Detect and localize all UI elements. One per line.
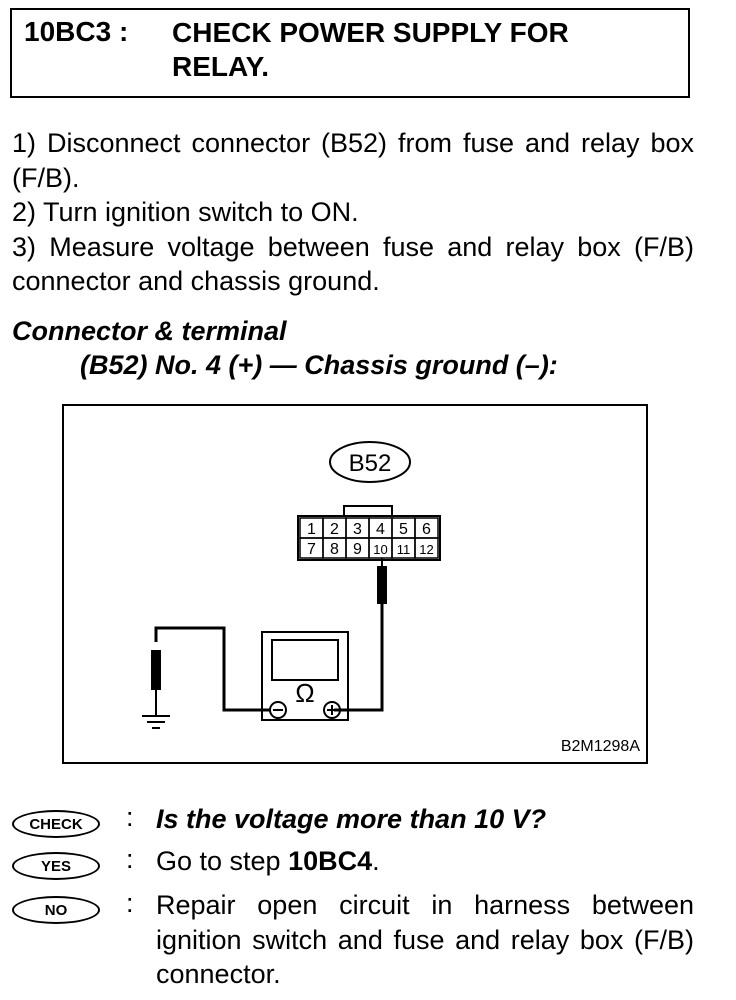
pin-label-4: 4 [376, 521, 385, 538]
pin-label-5: 5 [399, 521, 408, 538]
instructions: 1) Disconnect connector (B52) from fuse … [12, 126, 694, 299]
check-question: Is the voltage more than 10 V? [156, 804, 547, 834]
ground-symbol [142, 715, 170, 729]
instruction-2: 2) Turn ignition switch to ON. [12, 197, 359, 227]
pin-label-6: 6 [422, 521, 431, 538]
yes-label: YES [12, 852, 100, 880]
connector-label: B52 [349, 450, 392, 477]
step-header: 10BC3 : CHECK POWER SUPPLY FOR RELAY. [10, 8, 690, 98]
connector-terminal-detail: (B52) No. 4 (+) — Chassis ground (–): [80, 350, 558, 380]
yes-step: 10BC4 [288, 846, 373, 876]
pin-label-7: 7 [307, 541, 316, 558]
pin-label-11: 11 [397, 542, 411, 557]
yes-colon: : [126, 844, 134, 874]
connector-b52 [297, 505, 441, 561]
pin-label-8: 8 [330, 541, 339, 558]
pin-label-9: 9 [353, 541, 362, 558]
step-title: CHECK POWER SUPPLY FOR RELAY. [172, 17, 569, 82]
voltmeter: Ω [261, 631, 349, 721]
yes-prefix: Go to step [156, 846, 289, 876]
wire-positive [334, 604, 384, 712]
pin-label-2: 2 [330, 521, 339, 538]
yes-suffix: . [372, 846, 380, 876]
pin-label-1: 1 [307, 521, 316, 538]
probe-negative [151, 650, 161, 690]
pin-cell-12 [414, 537, 439, 559]
check-colon: : [126, 802, 134, 832]
check-label: CHECK [12, 810, 100, 838]
connector-label-ellipse [329, 441, 411, 483]
wire-negative [154, 626, 270, 712]
pin-label-12: 12 [419, 542, 433, 557]
ohm-symbol: Ω [295, 678, 314, 708]
probe-positive [377, 566, 387, 604]
pin-label-10: 10 [373, 542, 387, 557]
instruction-1: 1) Disconnect connector (B52) from fuse … [12, 128, 694, 193]
yes-action: Go to step 10BC4. [156, 844, 694, 879]
step-code: 10BC3 : [24, 16, 129, 47]
instruction-3: 3) Measure voltage between fuse and rela… [12, 231, 694, 297]
pin-label-3: 3 [353, 521, 362, 538]
figure-code: B2M1298A [560, 738, 640, 755]
no-text: Repair open circuit in harness between i… [156, 890, 694, 989]
no-label: NO [12, 896, 100, 924]
no-colon: : [126, 888, 134, 918]
no-action: Repair open circuit in harness between i… [156, 888, 694, 992]
connector-terminal-heading: Connector & terminal [12, 316, 287, 346]
